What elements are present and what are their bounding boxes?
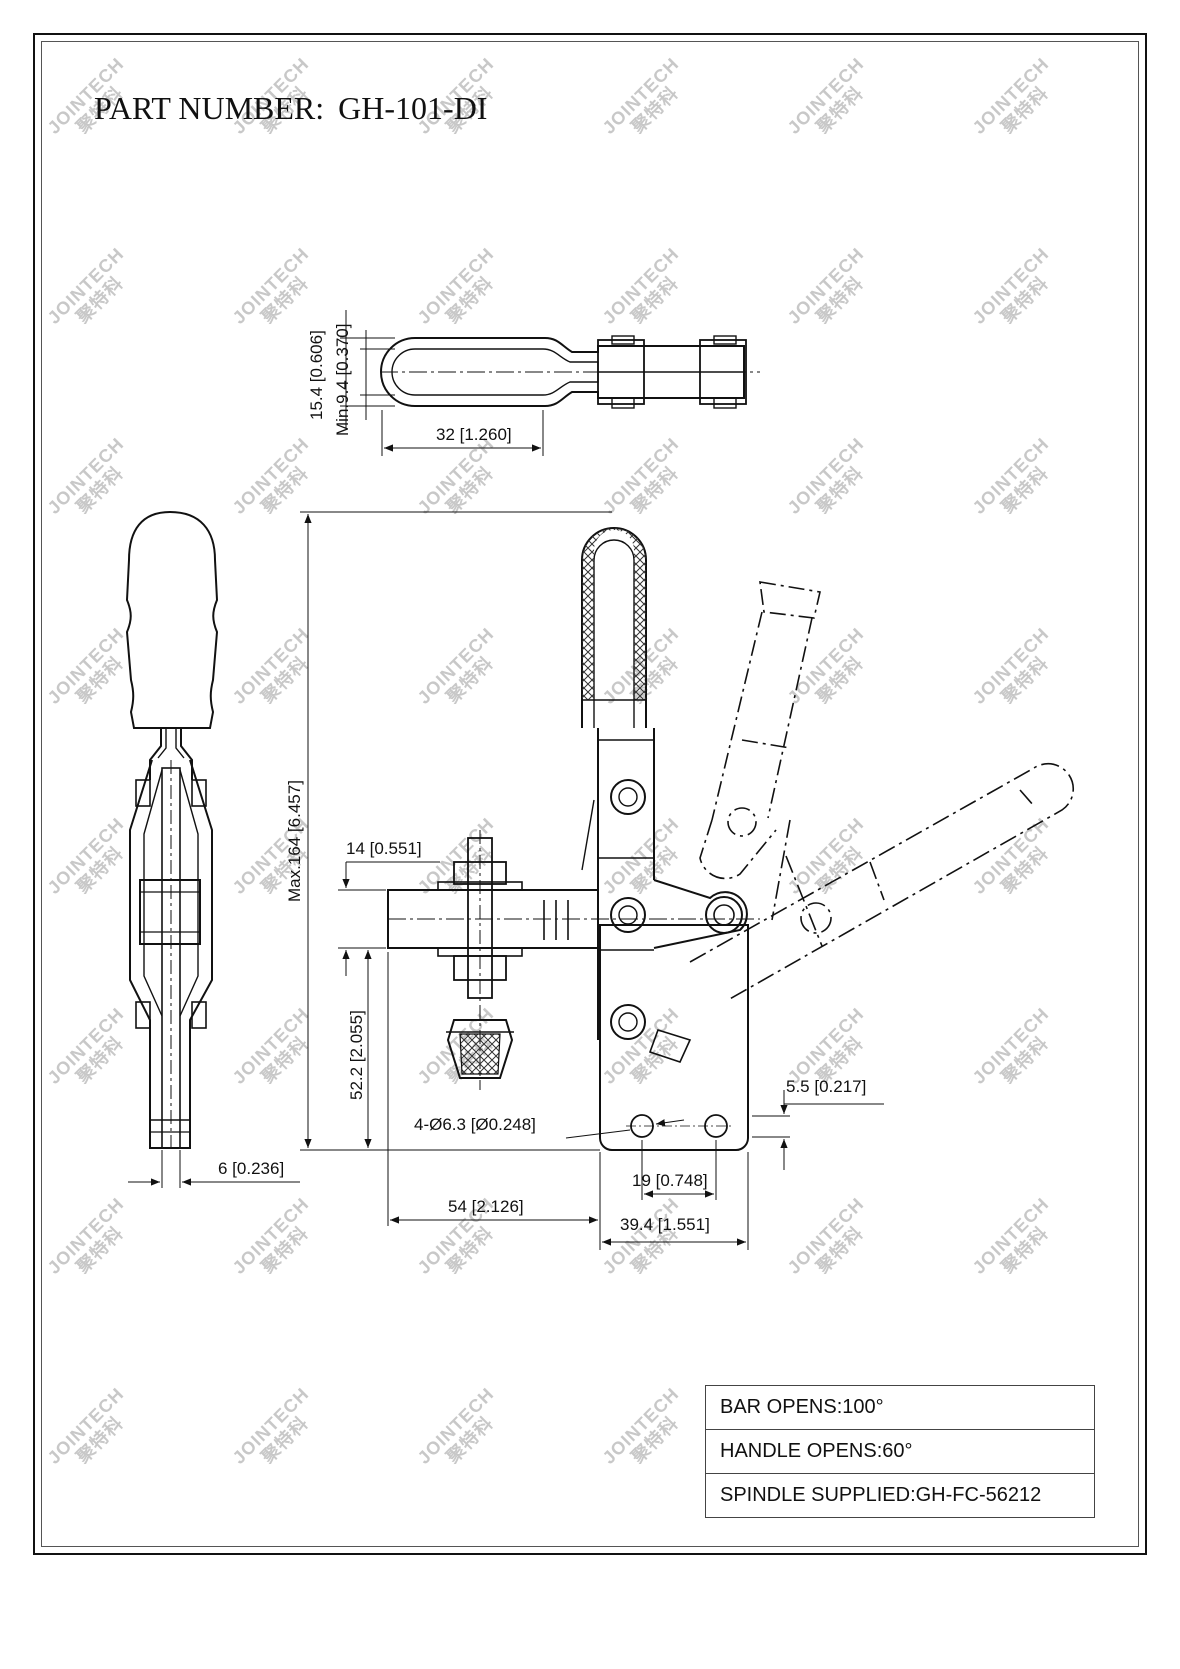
table-row: HANDLE OPENS:60° xyxy=(705,1429,1095,1474)
spec-bar-opens: BAR OPENS:100° xyxy=(705,1385,1095,1430)
dim-top-length: 32 [1.260] xyxy=(436,425,512,444)
dim-max-height: Max.164 [6.457] xyxy=(285,780,304,902)
part-number-value: GH-101-DI xyxy=(338,90,488,126)
dim-bar-thickness: 14 [0.551] xyxy=(346,839,422,858)
dim-edge-offset: 5.5 [0.217] xyxy=(786,1077,866,1096)
dim-top-width: 15.4 [0.606] xyxy=(307,330,326,420)
dim-reach: 54 [2.126] xyxy=(448,1197,524,1216)
front-view xyxy=(300,511,1075,1250)
outer-border xyxy=(33,33,1147,1555)
side-view xyxy=(125,510,300,1188)
dim-spindle-height: 52.2 [2.055] xyxy=(347,1010,366,1100)
inner-border xyxy=(41,41,1139,1547)
spec-spindle-supplied: SPINDLE SUPPLIED:GH-FC-56212 xyxy=(705,1473,1095,1518)
spec-handle-opens: HANDLE OPENS:60° xyxy=(705,1429,1095,1474)
spec-table: BAR OPENS:100° HANDLE OPENS:60° SPINDLE … xyxy=(705,1385,1095,1518)
dim-holes: 4-Ø6.3 [Ø0.248] xyxy=(414,1115,536,1134)
part-number-label: PART NUMBER: xyxy=(94,90,325,126)
top-view xyxy=(340,310,760,456)
table-row: BAR OPENS:100° xyxy=(705,1385,1095,1430)
dim-side-thickness: 6 [0.236] xyxy=(218,1159,284,1178)
dim-base-width: 39.4 [1.551] xyxy=(620,1215,710,1234)
dim-hole-spacing: 19 [0.748] xyxy=(632,1171,708,1190)
page-title: PART NUMBER: GH-101-DI xyxy=(94,90,487,127)
table-row: SPINDLE SUPPLIED:GH-FC-56212 xyxy=(705,1473,1095,1518)
dim-top-min: Min.9.4 [0.370] xyxy=(333,324,352,436)
